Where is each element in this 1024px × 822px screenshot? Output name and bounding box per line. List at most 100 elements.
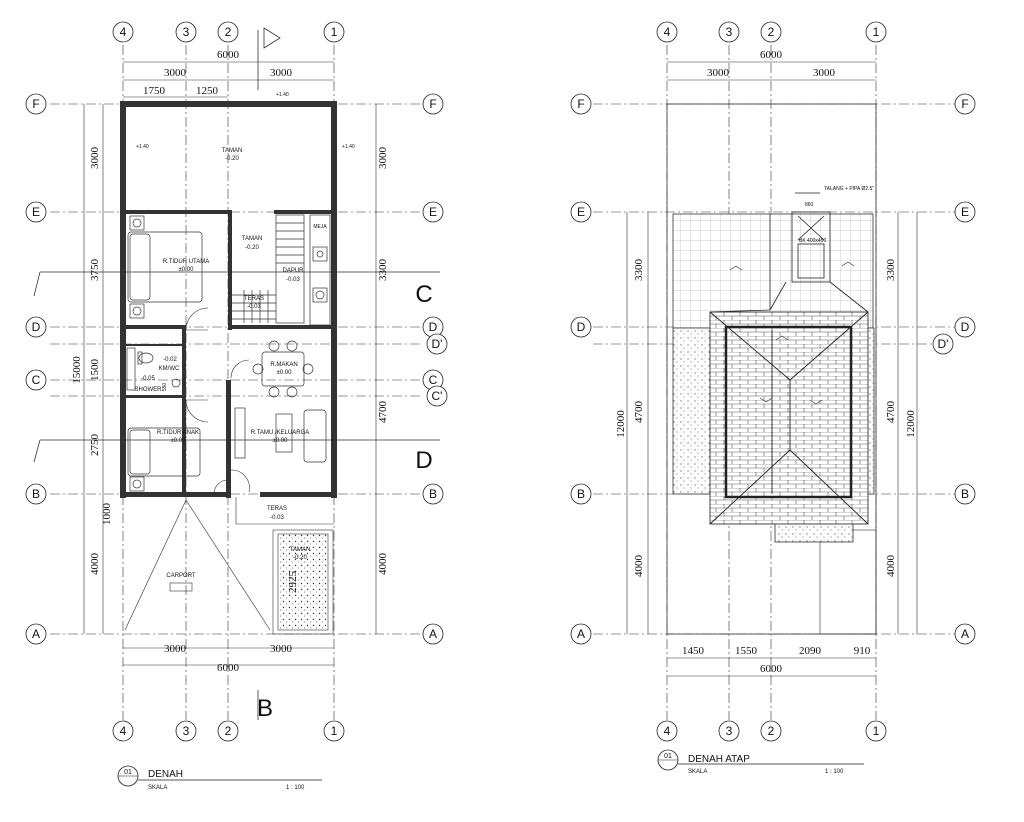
room-tidur-anak: R.TIDUR ANAK: [157, 430, 199, 436]
section-markers-left: [33, 27, 440, 720]
front-garden-border: [272, 529, 334, 635]
dim-right-half-top: 3000: [270, 67, 293, 79]
roof-back-hip: [709, 214, 869, 313]
grid-bubble-col-3-atap-bottom-label: 3: [726, 724, 733, 738]
room-tidur-utama: R.TIDUR UTAMA: [163, 259, 210, 265]
room-taman-top: TAMAN: [222, 148, 243, 154]
grid-bubble-col-3-atap-bottom-circle: [718, 720, 740, 742]
dim-bottom-left: 3000: [164, 643, 187, 655]
atap-l-12000: 12000: [615, 410, 627, 438]
dim-1250: 1250: [196, 85, 219, 97]
grid-bubble-row-F-atap-right-label: F: [961, 97, 968, 111]
room-shower: SHOWER: [135, 387, 163, 393]
grid-bubble-row-D-denah-right-label: D: [429, 320, 438, 334]
plan-denah: [33, 27, 440, 720]
grid-bubble-row-E-denah-left-label: E: [32, 205, 40, 219]
room-kmwc-level: -0.05: [141, 376, 155, 382]
denah-number: 01: [124, 769, 132, 776]
grid-bubble-row-Cp-denah-right-label: C': [432, 389, 443, 403]
grid-bubble-row-B-denah-right-circle: [422, 483, 444, 505]
atap-r-4700: 4700: [885, 401, 897, 424]
room-makan-level: ±0.00: [277, 370, 293, 376]
dim-bottom-total: 6000: [217, 662, 240, 674]
grid-bubble-row-B-atap-left-circle: [570, 483, 592, 505]
grid-bubble-col-3-atap-top-label: 3: [726, 25, 733, 39]
grid-bubble-row-C-denah-left-label: C: [32, 373, 41, 387]
atap-dim-860: 860: [805, 202, 814, 208]
grid-bubble-row-D-atap-left-circle: [570, 316, 592, 338]
atap-dim-bottom-total: 6000: [760, 663, 783, 675]
room-tamu: R.TAMU /KELUARGA: [251, 430, 310, 436]
grid-bubble-row-B-denah-right-label: B: [429, 487, 437, 501]
front-garden-hatch: [277, 533, 329, 631]
atap-dim-left-half: 3000: [707, 67, 730, 79]
dim-bottom-right: 3000: [270, 643, 293, 655]
roof-main-eave: [709, 311, 869, 525]
grid-bubble-row-A-denah-left-label: A: [32, 627, 40, 641]
room-taman-top-level: -0.20: [225, 156, 239, 162]
room-teras-back: TERAS: [244, 296, 264, 302]
grid-bubble-row-Dp-denah-right-label: D': [432, 337, 443, 351]
grid-bubble-row-F-denah-left-circle: [25, 93, 47, 115]
roof-ridge-lines: [709, 311, 869, 525]
denah-texts: 6000 3000 3000 1750 1250 3000 3000 6000 …: [71, 49, 433, 722]
grid-bubble-row-F-atap-right-circle: [954, 93, 976, 115]
room-dapur-level: -0.03: [286, 277, 300, 283]
grid-bubble-col-3-denah-bottom-circle: [175, 720, 197, 742]
section-mark-b: B: [257, 695, 273, 722]
grid-bubble-row-Dp-atap-right-label: D': [938, 337, 949, 351]
water-tank-box: [791, 192, 831, 283]
grid-bubble-col-4-denah-bottom-circle: [112, 720, 134, 742]
grid-bubble-row-F-denah-left-label: F: [32, 97, 39, 111]
dim-v-1500: 1500: [89, 359, 101, 382]
dim-v-3000: 3000: [89, 147, 101, 170]
dim-left-half-top: 3000: [164, 67, 187, 79]
dim-1750: 1750: [143, 85, 166, 97]
room-taman-mid: TAMAN: [242, 236, 263, 242]
grid-bubble-col-2-atap-top-label: 2: [768, 25, 775, 39]
room-carport: CARPORT: [166, 573, 196, 579]
label-550: 550: [162, 383, 168, 392]
bed-master: [127, 215, 203, 319]
grid-bubble-row-D-denah-left-label: D: [32, 320, 41, 334]
grid-bubble-row-C-denah-left-circle: [25, 369, 47, 391]
grid-bubble-col-4-atap-bottom-circle: [656, 720, 678, 742]
grid-bubble-row-D-atap-right-circle: [954, 316, 976, 338]
level-right: +1.40: [342, 144, 355, 150]
grid-bubble-col-2-denah-bottom-circle: [217, 720, 239, 742]
atap-talang-note: TALANG + PIPA Ø2.5": [824, 186, 874, 192]
room-dapur: DAPUR: [282, 268, 304, 274]
grid-bubble-row-A-denah-right-label: A: [429, 627, 437, 641]
grid-bubble-row-A-denah-left-circle: [25, 623, 47, 645]
dim-v-4000: 4000: [89, 553, 101, 576]
grid-bubble-row-A-atap-left-label: A: [577, 627, 585, 641]
grid-bubble-col-1-denah-bottom-circle: [323, 720, 345, 742]
title-block-atap: 01 DENAH ATAP SKALA 1 : 100: [657, 749, 864, 775]
atap-r-12000: 12000: [905, 410, 917, 438]
title-block-denah: 01 DENAH SKALA 1 : 100: [117, 765, 322, 791]
grid-bubble-row-E-atap-left-circle: [570, 201, 592, 223]
stairs-left: [232, 214, 305, 324]
roof-slope-arrows: [729, 261, 855, 405]
atap-r-4000: 4000: [885, 555, 897, 578]
grid-bubble-col-3-denah-bottom-label: 3: [183, 724, 190, 738]
grid-bubble-row-D-denah-left-circle: [25, 316, 47, 338]
atap-scale-label: SKALA: [688, 769, 707, 775]
atap-l-4000: 4000: [633, 555, 645, 578]
bathroom-fixtures: [126, 347, 181, 391]
denah-title: DENAH: [148, 769, 183, 780]
grid-bubble-col-3-denah-top-label: 3: [183, 25, 190, 39]
grid-bubble-row-E-atap-right-label: E: [961, 205, 969, 219]
dim-v-1000: 1000: [101, 503, 113, 526]
atap-bak-note: BK 400x450: [799, 238, 826, 244]
grid-bubble-col-1-denah-bottom-label: 1: [331, 724, 338, 738]
grid-bubble-col-4-denah-bottom-label: 4: [120, 724, 127, 738]
grid-bubble-col-1-atap-bottom-label: 1: [873, 724, 880, 738]
grid-bubble-row-F-denah-right-label: F: [429, 97, 436, 111]
atap-dim-1550: 1550: [735, 645, 758, 657]
room-kmwc-level2: -0.02: [163, 357, 177, 363]
room-taman-mid-level: -0.20: [245, 245, 259, 251]
